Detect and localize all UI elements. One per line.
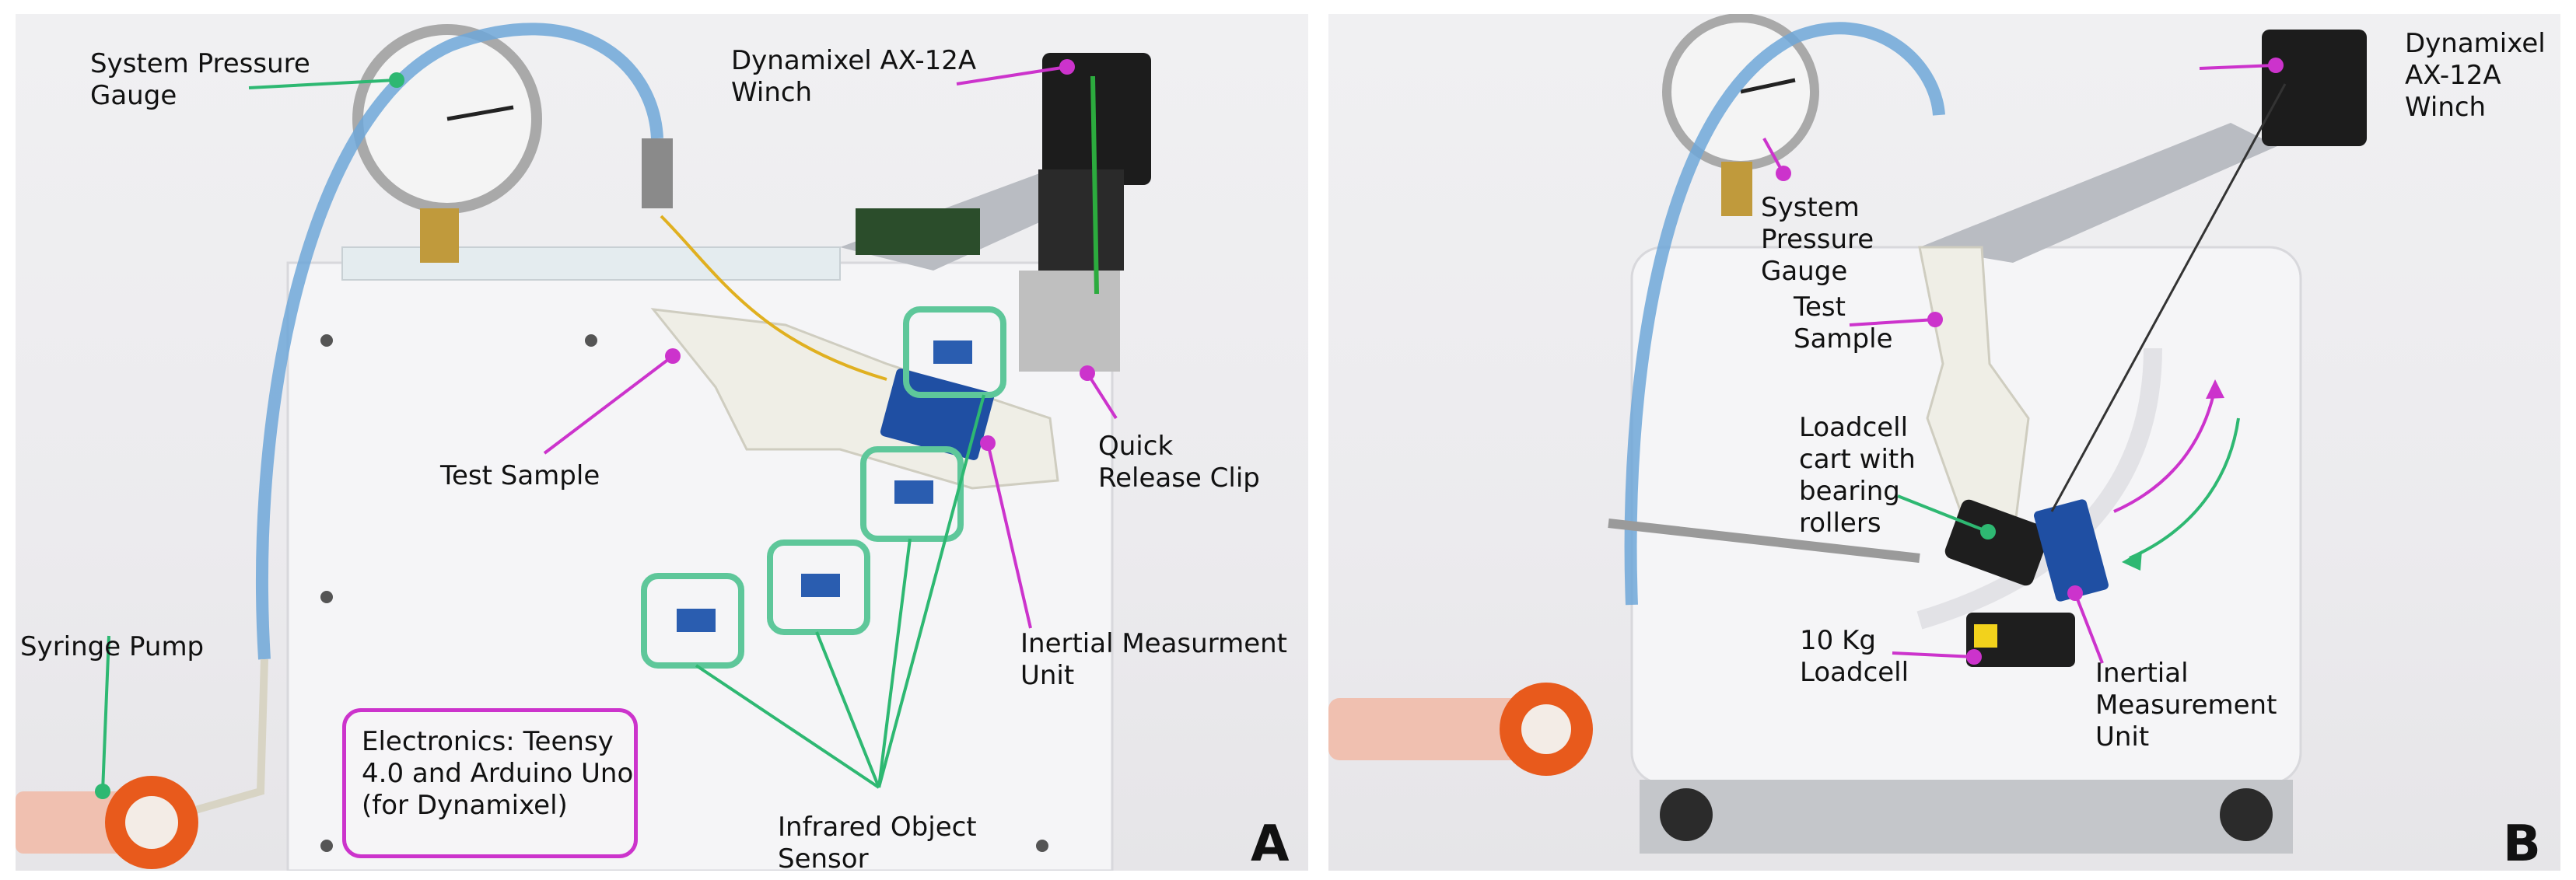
label-winch: Dynamixel AX-12A Winch — [2405, 28, 2546, 123]
electronics-board — [856, 208, 980, 255]
aluminium-base — [1640, 780, 2293, 854]
spring-rod — [1608, 519, 1920, 563]
gauge-fitting — [1721, 162, 1752, 216]
panel-b-scene — [1328, 14, 2367, 854]
label-imu: Inertial Measurement Unit — [2095, 658, 2277, 753]
electronics-callout-box: Electronics: Teensy 4.0 and Arduino Uno … — [342, 708, 638, 858]
label-imu: Inertial Measurment Unit — [1020, 628, 1287, 691]
ir-sensors — [641, 306, 1006, 669]
aluminium-frame — [1920, 123, 2277, 263]
panel-letter-a: A — [1251, 815, 1290, 871]
gauge-fitting — [420, 208, 459, 263]
clip-block — [1019, 271, 1120, 372]
curved-slot — [1916, 347, 2162, 630]
label-loadcell-cart: Loadcell cart with bearing rollers — [1799, 412, 1916, 539]
label-test-sample: Test Sample — [440, 460, 600, 491]
label-test-sample: Test Sample — [1794, 292, 1893, 354]
imu-board — [2034, 499, 2109, 602]
winch-line — [1090, 75, 1099, 295]
loadcell-cart — [1944, 499, 2050, 586]
winch-body — [1042, 53, 1151, 185]
winch-body — [2262, 30, 2367, 146]
panel-b-photo: Dynamixel AX-12A Winch System Pressure G… — [1328, 14, 2560, 871]
label-quick-release-clip: Quick Release Clip — [1098, 431, 1260, 494]
label-electronics: Electronics: Teensy 4.0 and Arduino Uno … — [362, 726, 634, 821]
motion-arrow-up — [2113, 386, 2217, 513]
winch-bracket — [1038, 169, 1124, 271]
label-pressure-gauge: System Pressure Gauge — [1761, 192, 1874, 287]
label-loadcell: 10 Kg Loadcell — [1800, 625, 1909, 688]
blue-tube — [1624, 22, 1945, 606]
panel-a-photo: System Pressure Gauge Dynamixel AX-12A W… — [16, 14, 1308, 871]
label-syringe-pump: Syringe Pump — [20, 631, 205, 662]
panel-letter-b: B — [2503, 815, 2541, 871]
top-acrylic-plate — [341, 246, 841, 281]
callout-lines — [1762, 58, 2284, 665]
callout-lines — [95, 59, 1118, 799]
label-ir-sensor: Infrared Object Sensor — [778, 812, 977, 871]
label-pressure-gauge: System Pressure Gauge — [90, 48, 310, 111]
return-tube — [177, 658, 268, 819]
motion-arrow-down — [2129, 417, 2240, 560]
spring-coupler — [642, 138, 673, 208]
label-winch: Dynamixel AX-12A Winch — [731, 45, 977, 108]
gauge-needle — [446, 105, 514, 121]
